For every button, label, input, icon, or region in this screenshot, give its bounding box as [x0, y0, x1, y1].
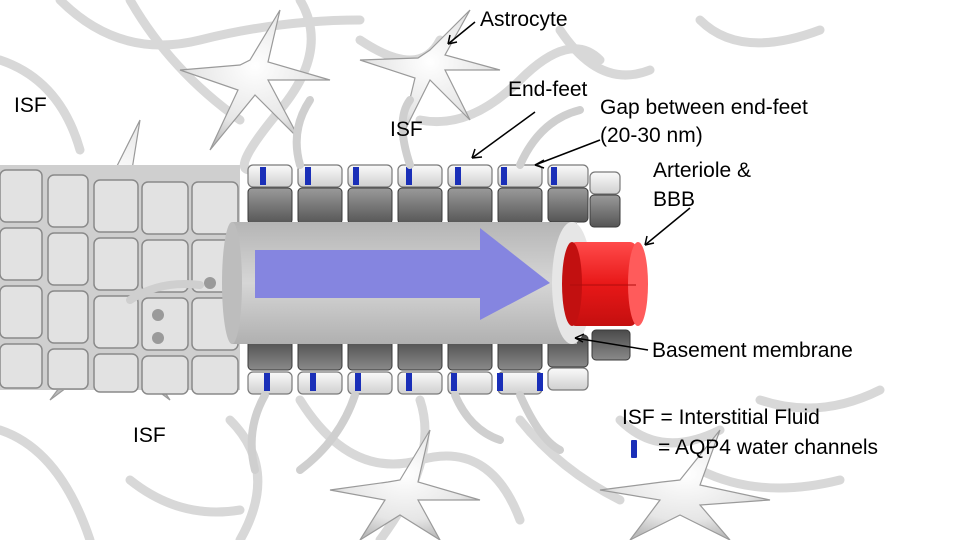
- vessel-segments-left: [0, 165, 240, 395]
- aqp4-channel-icon: [406, 373, 412, 391]
- label-isf-bottom: ISF: [133, 424, 166, 447]
- arteriole: [562, 242, 648, 326]
- pointer-gap-head: [534, 159, 545, 169]
- aqp4-channel-icon: [260, 167, 266, 185]
- label-end-feet: End-feet: [508, 78, 588, 101]
- astrocyte-cell: [599, 429, 771, 540]
- legend-isf-definition: ISF = Interstitial Fluid: [622, 406, 820, 429]
- pointer-astrocyte: [447, 21, 476, 45]
- pointer-basement-membrane-head: [574, 333, 585, 343]
- aqp4-channels-bottom: [264, 373, 543, 391]
- aqp4-channel-icon: [310, 373, 316, 391]
- astrocyte-cell: [179, 9, 331, 151]
- pointer-end-feet: [471, 111, 536, 159]
- aqp4-channel-icon: [631, 440, 637, 458]
- label-isf-top-middle: ISF: [390, 118, 423, 141]
- pointer-end-feet-head: [471, 148, 483, 159]
- legend-aqp4-definition: = AQP4 water channels: [658, 436, 879, 459]
- label-gap-line1: Gap between end-feet: [600, 96, 808, 119]
- aqp4-channel-icon: [305, 167, 311, 185]
- pointer-basement-membrane: [574, 337, 649, 351]
- flow-arrow-icon: [255, 228, 550, 320]
- label-arteriole-line1: Arteriole &: [653, 159, 752, 182]
- aqp4-channel-icon: [501, 167, 507, 185]
- label-isf-top-left: ISF: [14, 94, 47, 117]
- pointer-arteriole-head: [644, 235, 655, 246]
- pointer-arteriole: [644, 207, 691, 246]
- aqp4-channel-icon: [353, 167, 359, 185]
- label-astrocyte: Astrocyte: [480, 8, 568, 31]
- astrocyte-network-background: [0, 0, 885, 540]
- aqp4-channel-icon: [537, 373, 543, 391]
- astrocyte-cell: [329, 429, 481, 540]
- label-basement-membrane: Basement membrane: [652, 339, 853, 362]
- astrocyte-cell: [359, 9, 501, 141]
- aqp4-channel-icon: [551, 167, 557, 185]
- end-foot-knobs: [152, 277, 216, 344]
- aqp4-channels-top: [260, 167, 557, 185]
- aqp4-channel-icon: [406, 167, 412, 185]
- end-feet-top-row: [247, 164, 621, 228]
- end-feet-bottom-row: [247, 329, 631, 395]
- annotation-pointers: [447, 21, 691, 351]
- pointer-gap: [534, 139, 601, 166]
- astrocyte-processes-foreground: [126, 96, 584, 474]
- aqp4-channel-icon: [264, 373, 270, 391]
- label-gap-line2: (20-30 nm): [600, 124, 703, 147]
- pointer-astrocyte-head: [447, 34, 458, 45]
- aqp4-channel-icon: [355, 373, 361, 391]
- label-arteriole-line2: BBB: [653, 188, 696, 211]
- aqp4-channel-icon: [451, 373, 457, 391]
- aqp4-channel-icon: [497, 373, 503, 391]
- aqp4-channel-icon: [455, 167, 461, 185]
